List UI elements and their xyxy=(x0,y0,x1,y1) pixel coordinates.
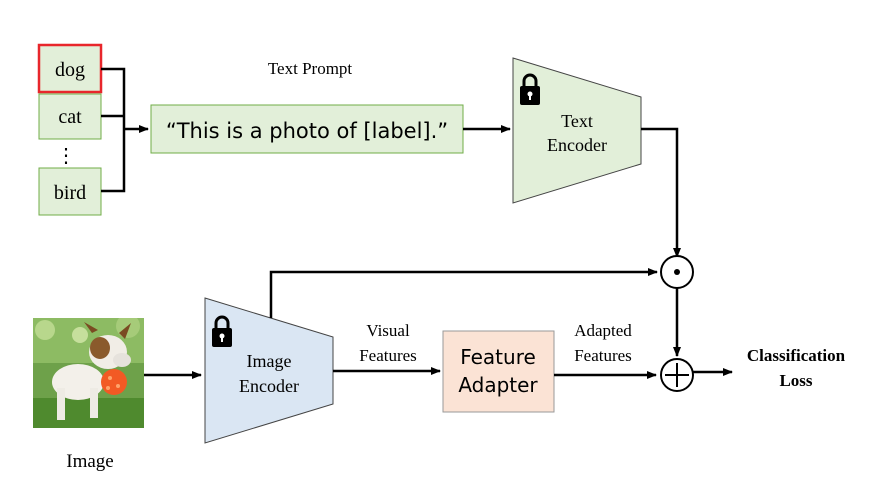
image-encoder-block xyxy=(204,297,334,444)
adapted-features-label-line2: Features xyxy=(574,346,632,365)
dog-photo xyxy=(33,318,144,428)
class-bracket xyxy=(101,67,149,193)
class-label-dog: dog xyxy=(55,59,85,81)
arrow-image-encoder-to-dot xyxy=(269,268,658,318)
feature-adapter-label-line1: Feature xyxy=(460,345,536,369)
image-encoder-label-line1: Image xyxy=(247,351,292,371)
text-encoder-block xyxy=(512,57,642,204)
circled-plus-operator-icon xyxy=(660,358,694,392)
class-label-list: dog cat ⋮ bird xyxy=(37,43,103,216)
class-box-dog xyxy=(37,43,103,94)
class-box-bird xyxy=(38,167,102,216)
prompt-template-box xyxy=(150,104,464,154)
text-prompt-title: Text Prompt xyxy=(268,59,353,78)
lock-icon xyxy=(520,73,540,105)
feature-adapter-block xyxy=(442,330,555,413)
classification-loss-line2: Loss xyxy=(779,371,812,390)
class-ellipsis: ⋮ xyxy=(56,145,76,167)
class-label-bird: bird xyxy=(54,182,86,204)
visual-features-label-line1: Visual xyxy=(366,321,410,340)
class-label-cat: cat xyxy=(58,106,82,128)
visual-features-label-line2: Features xyxy=(359,346,417,365)
lock-icon xyxy=(212,315,232,347)
class-box-cat xyxy=(38,93,102,140)
circled-dot-operator-icon xyxy=(660,255,694,289)
text-encoder-label-line1: Text xyxy=(561,111,593,131)
arrow-text-encoder-to-dot xyxy=(641,127,681,258)
image-encoder-label-line2: Encoder xyxy=(239,376,299,396)
adapted-features-label-line1: Adapted xyxy=(574,321,632,340)
text-encoder-label-line2: Encoder xyxy=(547,135,607,155)
feature-adapter-label-line2: Adapter xyxy=(458,373,538,397)
image-caption: Image xyxy=(66,451,113,472)
prompt-template-text: “This is a photo of [label].” xyxy=(166,119,448,143)
classification-loss-line1: Classification xyxy=(747,346,846,365)
